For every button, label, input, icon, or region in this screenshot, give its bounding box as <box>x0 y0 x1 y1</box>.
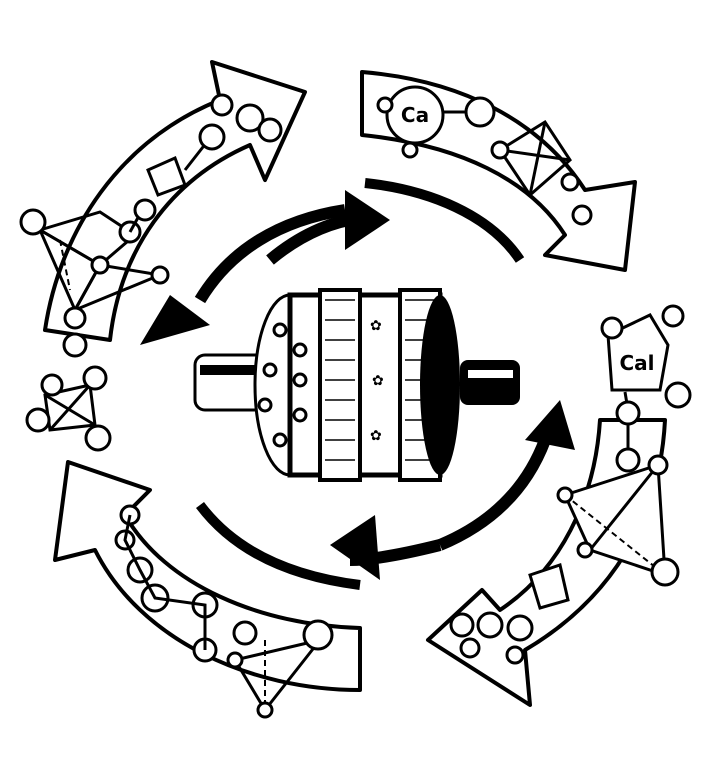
molecule-left <box>25 365 112 452</box>
svg-text:✿: ✿ <box>370 428 382 444</box>
outer-arrow-top-left <box>43 60 307 342</box>
inner-arrows <box>140 178 575 590</box>
molecule-right: Cal <box>449 304 692 665</box>
ca-label: Ca <box>401 103 429 127</box>
outer-arrow-bottom-left <box>53 460 362 692</box>
central-cylinder: ✿ ✿ ✿ <box>193 288 520 482</box>
svg-text:✿: ✿ <box>372 373 384 389</box>
molecule-bottom-left <box>114 504 334 719</box>
svg-text:✿: ✿ <box>370 318 382 334</box>
molecule-top-right: Ca <box>376 85 593 226</box>
molecule-top-left <box>19 93 283 358</box>
cal-label: Cal <box>619 351 654 375</box>
